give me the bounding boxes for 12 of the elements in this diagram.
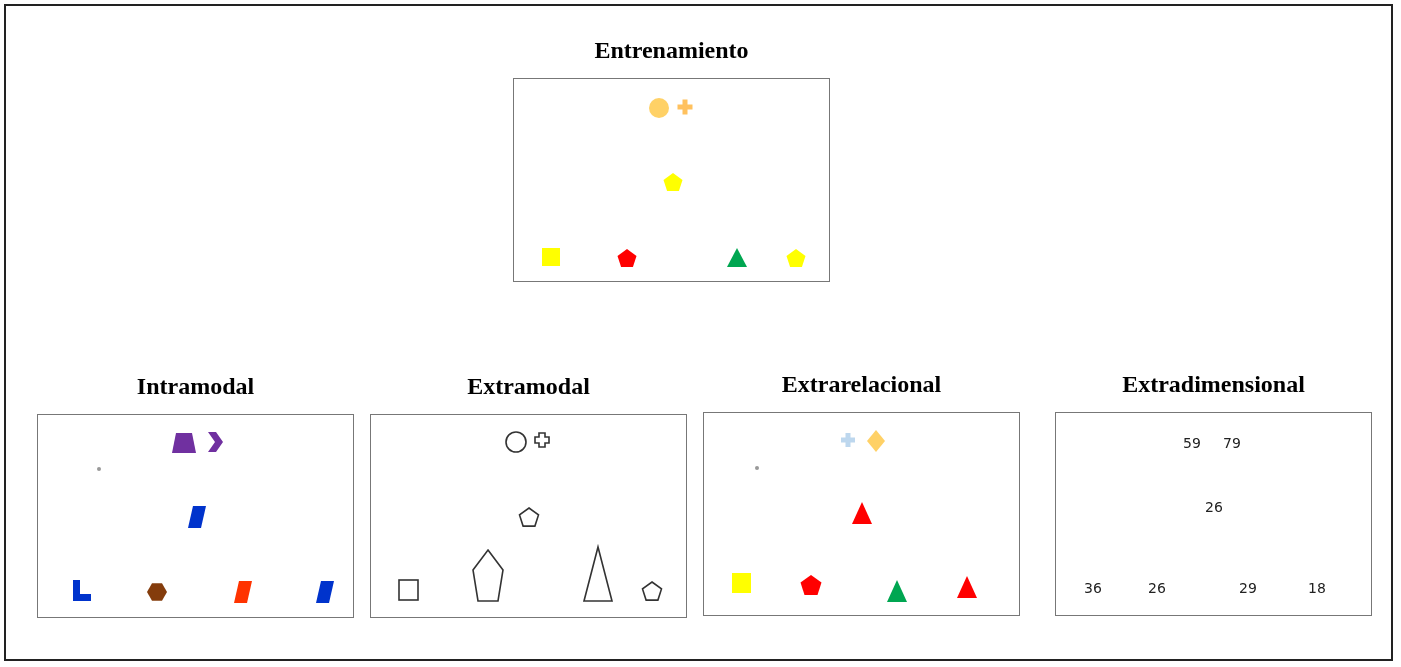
number-text: 36	[1084, 580, 1102, 596]
panel-title: Extradimensional	[1122, 370, 1305, 398]
number-text: 26	[1205, 499, 1223, 515]
number-text: 29	[1239, 580, 1257, 596]
panel-title: Extramodal	[467, 372, 590, 400]
number-text: 59	[1183, 435, 1201, 451]
panel-title: Intramodal	[136, 372, 255, 400]
number-text: 79	[1223, 435, 1241, 451]
panel-title: Entrenamiento	[594, 36, 749, 64]
number-text: 26	[1148, 580, 1166, 596]
panel-title: Extrarelacional	[781, 370, 942, 398]
number-text: 18	[1308, 580, 1326, 596]
